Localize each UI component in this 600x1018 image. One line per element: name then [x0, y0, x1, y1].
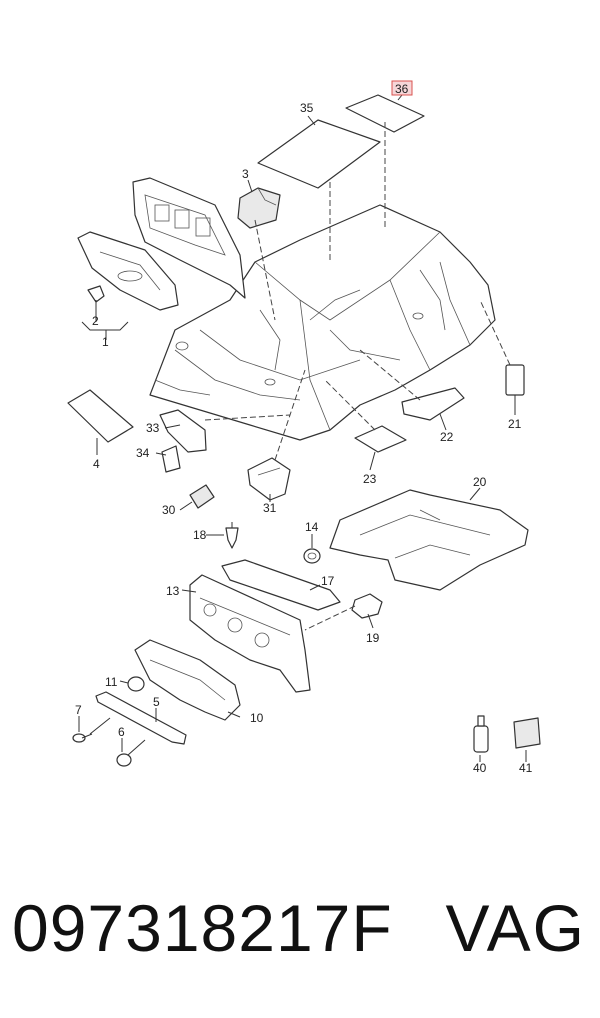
pad-part-21 — [505, 364, 525, 396]
callout-22: 22 — [440, 430, 454, 444]
callout-40: 40 — [473, 761, 487, 775]
callout-13: 13 — [166, 584, 180, 598]
leader-lines — [78, 94, 527, 762]
part-3-block — [237, 187, 281, 229]
pad-part-4 — [67, 389, 134, 443]
callout-4: 4 — [93, 457, 100, 471]
callout-31: 31 — [263, 501, 277, 515]
exploded-parts-diagram: 1 2 3 4 5 6 7 10 11 13 14 17 18 19 20 21… — [67, 80, 541, 775]
bracket-part-34 — [161, 445, 181, 473]
callout-21: 21 — [508, 417, 522, 431]
roof-pad-36 — [345, 94, 425, 133]
clip-part-18 — [225, 522, 239, 549]
callout-5: 5 — [153, 695, 160, 709]
callout-7: 7 — [75, 703, 82, 717]
callout-41: 41 — [519, 761, 533, 775]
callout-20: 20 — [473, 475, 487, 489]
screw-part-7 — [72, 733, 93, 743]
callout-labels: 1 2 3 4 5 6 7 10 11 13 14 17 18 19 20 21… — [75, 82, 533, 775]
floor-carpet-part-20 — [329, 489, 529, 591]
roof-pad-35 — [257, 119, 381, 189]
pad-part-23 — [354, 425, 407, 453]
callout-19: 19 — [366, 631, 380, 645]
callout-11: 11 — [105, 675, 118, 689]
pad-part-41 — [513, 717, 541, 749]
duct-part-31 — [247, 457, 291, 501]
callout-34: 34 — [136, 446, 150, 460]
callout-14: 14 — [305, 520, 319, 534]
callout-1: 1 — [102, 335, 109, 349]
car-body-shell — [149, 204, 496, 441]
callout-23: 23 — [363, 472, 377, 486]
insulation-part-10 — [134, 639, 241, 721]
hood-panel — [132, 177, 246, 299]
pad-part-19 — [351, 593, 383, 619]
strip-part-17 — [221, 559, 341, 611]
bulkhead-insulation-part-13 — [189, 574, 311, 693]
footer: 097318217F VAG — [0, 890, 600, 990]
part-number: 097318217F — [12, 891, 393, 965]
grommet-part-14 — [303, 548, 321, 564]
callout-35: 35 — [300, 101, 314, 115]
callout-10: 10 — [250, 711, 264, 725]
grommet-part-6 — [116, 753, 132, 767]
clip-part-2 — [87, 285, 105, 303]
callout-33: 33 — [146, 421, 160, 435]
strip-part-5 — [95, 691, 187, 745]
callout-36: 36 — [395, 82, 409, 96]
callout-3: 3 — [242, 167, 249, 181]
highlight-box-36 — [391, 80, 413, 96]
callout-6: 6 — [118, 725, 125, 739]
trim-part-22 — [401, 387, 465, 421]
grommet-part-11 — [127, 676, 145, 692]
brand-name: VAG — [445, 891, 586, 965]
callout-17: 17 — [321, 574, 335, 588]
callout-30: 30 — [162, 503, 176, 517]
callout-18: 18 — [193, 528, 207, 542]
callout-2: 2 — [92, 314, 99, 328]
tube-part-40 — [473, 715, 489, 753]
block-part-30 — [189, 484, 215, 509]
bracket-part-33 — [159, 409, 207, 453]
